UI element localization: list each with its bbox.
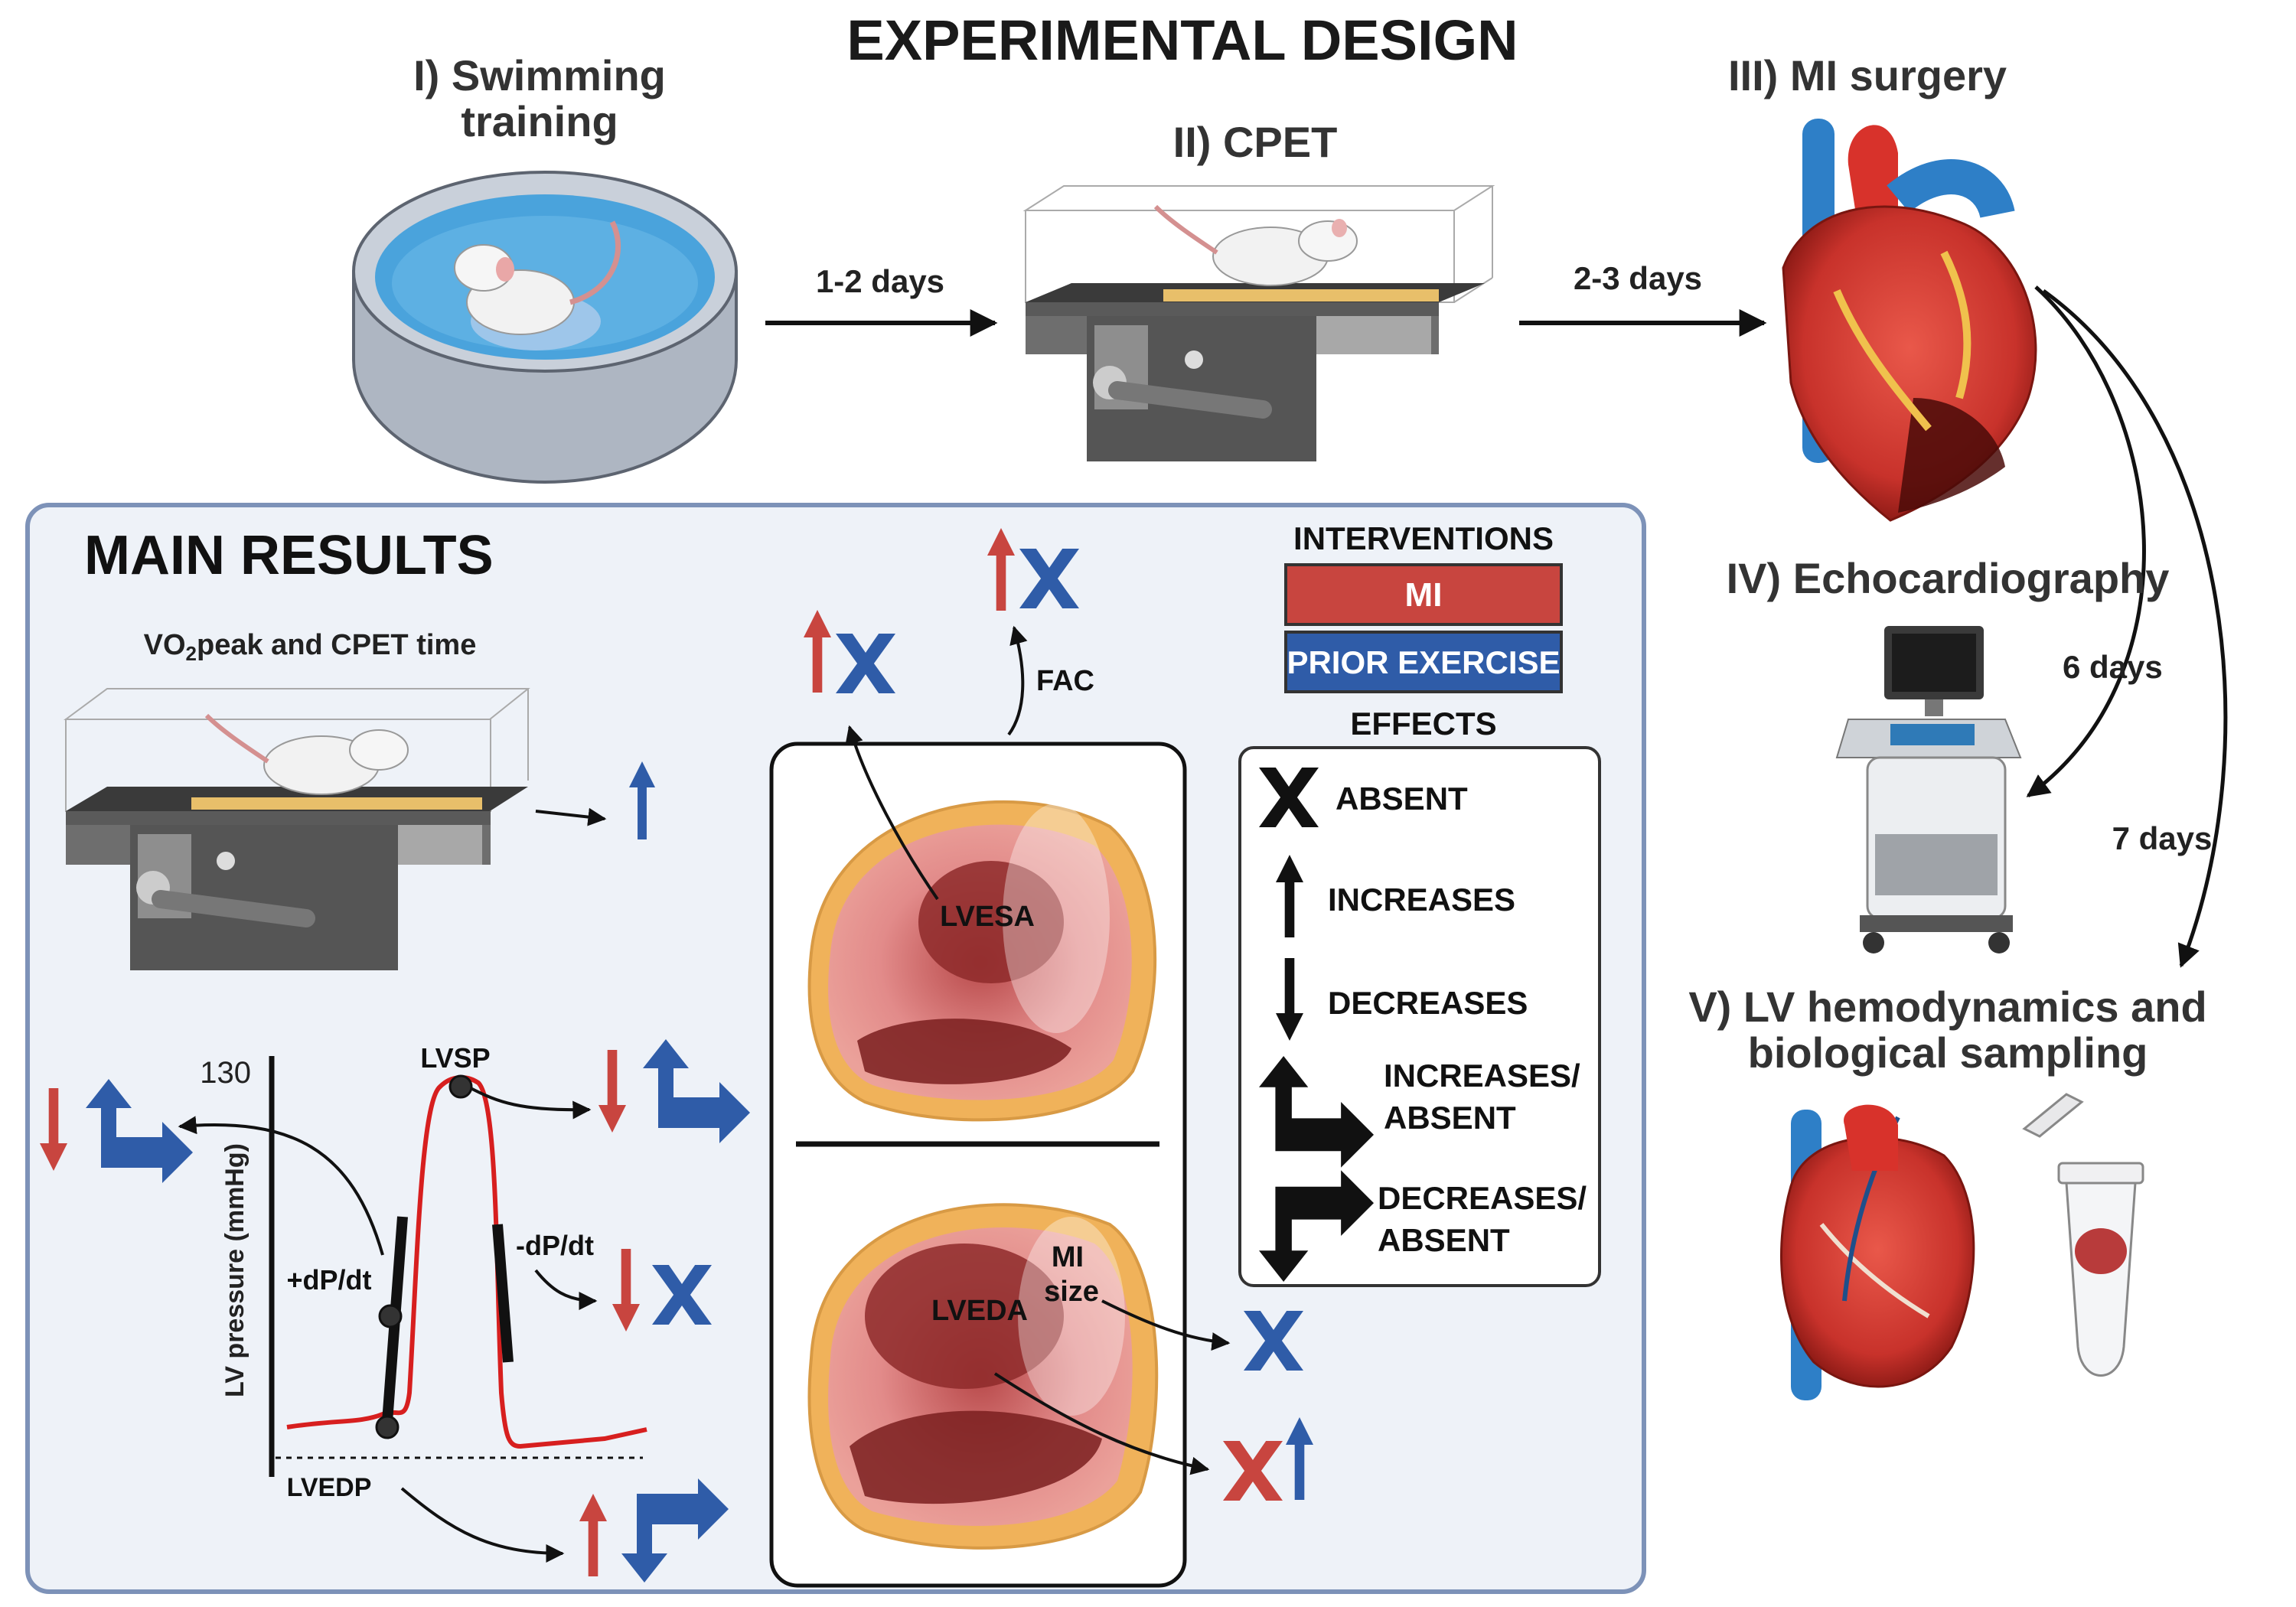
legend-decreases-label: DECREASES [1328, 985, 1528, 1021]
legend-mi-label: MI [1405, 576, 1443, 614]
interval-swim-to-cpet: 1-2 days [816, 263, 944, 299]
legend-increases-absent-label-line2: ABSENT [1384, 1100, 1516, 1136]
step-3-label: III) MI surgery [1728, 51, 2007, 99]
sample-tube-illustration [2022, 1093, 2144, 1377]
rat-swimming [454, 220, 621, 350]
step-cpet: II) CPET [1022, 118, 1495, 461]
legend-increases-absent-label: INCREASES/ [1384, 1058, 1580, 1094]
vo2-result [535, 761, 655, 839]
lvsp-label: LVSP [420, 1042, 490, 1074]
arrow-swim-to-cpet: 1-2 days [765, 263, 998, 337]
heart-mi-illustration [1782, 119, 2037, 522]
step-2-label: II) CPET [1173, 118, 1338, 166]
interval-mi-to-hemodynamics: 7 days [2112, 820, 2213, 856]
swimming-pool-illustration [352, 171, 738, 484]
legend-exercise-label: PRIOR EXERCISE [1287, 644, 1560, 680]
main-results-panel: MAIN RESULTS VO2peak and CPET time [25, 503, 1646, 1594]
diagram-title: EXPERIMENTAL DESIGN [846, 8, 1518, 72]
mi-size-label-line2: size [1044, 1276, 1099, 1308]
vo2-caption: VO2peak and CPET time [144, 629, 477, 665]
legend-effects-title: EFFECTS [1350, 706, 1496, 742]
treadmill-results-illustration [63, 688, 530, 970]
step-5-label-line2: biological sampling [1748, 1028, 2148, 1077]
lvesa-label: LVESA [940, 901, 1035, 933]
legend: INTERVENTIONS MI PRIOR EXERCISE EFFECTS … [1238, 520, 1601, 1287]
main-results-heading: MAIN RESULTS [84, 525, 494, 586]
interval-mi-to-echo: 6 days [2063, 649, 2163, 685]
treadmill-illustration [1022, 185, 1495, 461]
step-echocardiography: IV) Echocardiography [1727, 554, 2170, 953]
legend-absent-label: ABSENT [1336, 781, 1468, 817]
lvedp-label: LVEDP [287, 1473, 372, 1502]
step-hemodynamics: V) LV hemodynamics and biological sampli… [1688, 983, 2207, 1400]
arrow-mi-to-echo: 6 days [2026, 285, 2163, 798]
arrow-mi-to-hemodynamics: 7 days [2042, 288, 2228, 968]
step-1-label: I) Swimming [413, 51, 666, 99]
heart-catheter-illustration [1780, 1104, 1975, 1400]
ultrasound-machine-illustration [1835, 626, 2022, 953]
legend-decreases-absent-label-line2: ABSENT [1378, 1222, 1510, 1258]
lveda-label: LVEDA [931, 1295, 1028, 1327]
step-1-label-line2: training [461, 97, 618, 145]
dpdt-point [378, 1304, 403, 1328]
legend-mi-swatch [1284, 563, 1563, 626]
fac-label: FAC [1036, 665, 1094, 697]
step-5-label: V) LV hemodynamics and [1688, 983, 2206, 1031]
arrow-cpet-to-mi: 2-3 days [1519, 260, 1767, 337]
legend-interventions-title: INTERVENTIONS [1293, 520, 1554, 556]
interval-cpet-to-mi: 2-3 days [1574, 260, 1702, 296]
systolic-cross-section: LVESA [807, 800, 1157, 1122]
legend-increases-label: INCREASES [1328, 882, 1515, 918]
lvedp-point [375, 1415, 400, 1439]
diastolic-cross-section: LVEDA MI size [807, 1203, 1159, 1550]
mi-size-label: MI [1052, 1241, 1084, 1273]
legend-exercise-swatch [1284, 631, 1563, 693]
rat-on-treadmill [1153, 204, 1358, 286]
y-axis-max: 130 [200, 1056, 251, 1090]
minus-dpdt-label: -dP/dt [516, 1230, 594, 1261]
legend-decreases-absent-label: DECREASES/ [1378, 1180, 1587, 1216]
echo-box: LVESA LVEDA MI size [769, 742, 1187, 1588]
y-axis-label: LV pressure (mmHg) [220, 1143, 249, 1397]
step-mi-surgery: III) MI surgery [1728, 51, 2037, 522]
lv-pressure-chart: 130 LV pressure (mmHg) LVSP +dP/dt -dP/d… [200, 1042, 647, 1502]
step-swimming: I) Swimming training [352, 51, 738, 484]
lvsp-point [448, 1074, 473, 1099]
plus-dpdt-label: +dP/dt [286, 1264, 371, 1296]
step-4-label: IV) Echocardiography [1727, 554, 2170, 602]
